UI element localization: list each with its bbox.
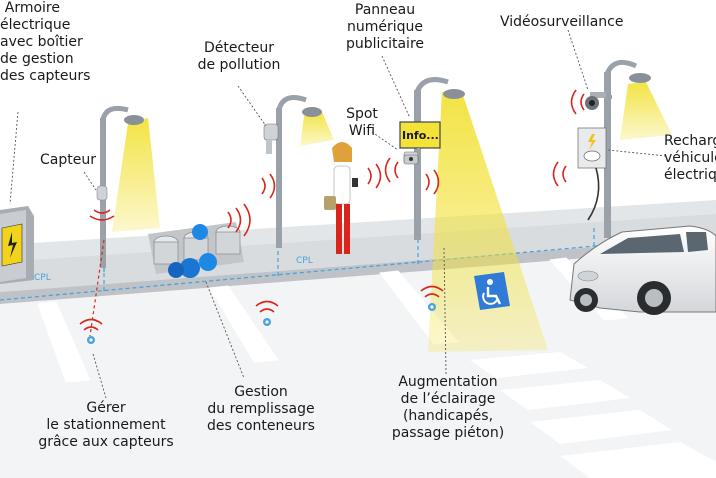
- label-detecteur-line-1: Détecteur: [204, 40, 274, 56]
- light-beam-big: [428, 92, 548, 352]
- info-sign-text: Info...: [402, 129, 439, 142]
- cpl-label-left: CPL: [34, 273, 51, 283]
- pedestrian-crossing: [470, 352, 716, 478]
- label-armoire-line-5: des capteurs: [0, 68, 91, 84]
- label-armoire-line-4: de gestion: [0, 51, 74, 67]
- cpl-cable: [0, 234, 716, 301]
- label-augmentation-line-4: passage piéton): [391, 425, 505, 441]
- label-gerer-line-2: le stationnement: [46, 417, 166, 433]
- info-sign: [399, 121, 441, 156]
- label-spot-line-1: Spot: [346, 106, 378, 122]
- street-lamp-2: [263, 95, 322, 248]
- label-gerer-line-3: grâce aux capteurs: [38, 434, 174, 450]
- label-videosurveillance: Vidéosurveillance: [500, 14, 624, 30]
- label-augmentation-eclairage: Augmentation de l’éclairage (handicapés,…: [386, 374, 510, 442]
- label-capteur: Capteur: [40, 152, 96, 168]
- label-panneau-line-3: publicitaire: [345, 36, 425, 52]
- label-gestion-conteneurs: Gestion du remplissage des conteneurs: [196, 384, 326, 435]
- label-augmentation-line-1: Augmentation: [398, 374, 498, 390]
- electrical-cabinet: [0, 206, 34, 284]
- label-recharge-line-1: Recharge: [664, 133, 716, 149]
- label-armoire-line-1: Armoire: [4, 0, 60, 16]
- wireless-signals: [79, 89, 585, 331]
- street-lamp-1: [96, 105, 144, 268]
- label-armoire: Armoire électrique avec boîtier de gesti…: [0, 0, 91, 85]
- label-gestion-line-1: Gestion: [234, 384, 288, 400]
- label-gerer-line-1: Gérer: [86, 400, 126, 416]
- label-recharge-line-2: véhicules: [664, 150, 716, 166]
- waste-containers: [148, 222, 244, 278]
- label-detecteur-line-2: de pollution: [197, 57, 281, 73]
- label-recharge-line-3: électriques: [664, 167, 716, 183]
- label-panneau: Panneau numérique publicitaire: [330, 2, 440, 53]
- label-augmentation-line-2: de l’éclairage: [400, 391, 496, 407]
- curb: [0, 238, 716, 304]
- label-gestion-line-2: du remplissage: [207, 401, 315, 417]
- light-beam-1: [112, 118, 160, 232]
- wifi-spot-device: [403, 154, 419, 165]
- pedestrian: [324, 142, 358, 254]
- label-armoire-line-2: électrique: [0, 17, 71, 33]
- label-recharge: Recharge véhicules électriques: [664, 133, 716, 184]
- label-spot-line-2: Wifi: [348, 123, 376, 139]
- label-panneau-line-1: Panneau: [354, 2, 416, 18]
- electric-car: [569, 225, 716, 315]
- handicap-parking-sign: [474, 272, 510, 310]
- light-beam-2: [300, 112, 334, 146]
- label-armoire-line-3: avec boîtier: [0, 34, 83, 50]
- label-spot-wifi: Spot Wifi: [340, 106, 384, 140]
- road-lower: [0, 250, 716, 478]
- leader-lines: [9, 29, 667, 399]
- parking-sensor-link: [89, 239, 105, 337]
- label-gestion-line-3: des conteneurs: [207, 418, 315, 434]
- label-gerer-stationnement: Gérer le stationnement grâce aux capteur…: [28, 400, 184, 451]
- cpl-label-right: CPL: [296, 256, 313, 266]
- cctv-camera: [585, 92, 612, 110]
- light-beam-3: [620, 82, 672, 140]
- parking-sensors: [87, 303, 436, 344]
- label-panneau-line-2: numérique: [346, 19, 423, 35]
- label-augmentation-line-3: (handicapés,: [402, 408, 494, 424]
- street-lamp-4: [577, 59, 651, 238]
- label-detecteur: Détecteur de pollution: [184, 40, 294, 74]
